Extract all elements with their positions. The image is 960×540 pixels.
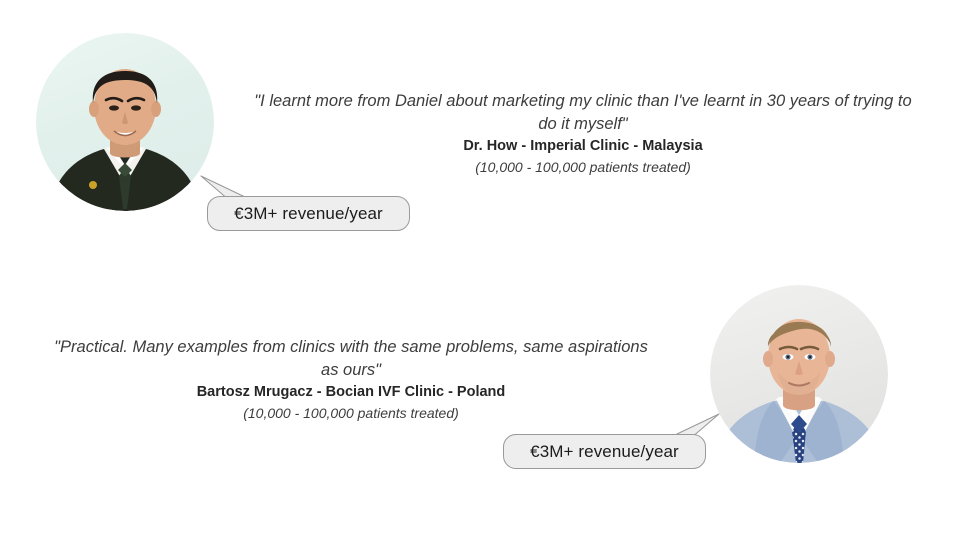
portrait-photo-how <box>36 33 214 211</box>
callout-revenue-bartosz: €3M+ revenue/year <box>495 406 730 476</box>
testimonial-patients-treated: (10,000 - 100,000 patients treated) <box>243 405 459 421</box>
callout-label: €3M+ revenue/year <box>530 441 679 461</box>
callout-label: €3M+ revenue/year <box>234 203 383 223</box>
testimonial-attribution: Dr. How - Imperial Clinic - Malaysia <box>463 138 703 154</box>
callout-revenue-how: €3M+ revenue/year <box>190 168 420 238</box>
testimonial-block-how: "I learnt more from Daniel about marketi… <box>253 90 913 178</box>
portrait-photo-bartosz <box>710 285 888 463</box>
testimonial-quote: "Practical. Many examples from clinics w… <box>54 338 648 379</box>
testimonial-attribution: Bartosz Mrugacz - Bocian IVF Clinic - Po… <box>196 384 506 400</box>
portrait-bartosz-image <box>710 285 888 463</box>
testimonial-quote: "I learnt more from Daniel about marketi… <box>254 92 912 133</box>
testimonial-block-bartosz: "Practical. Many examples from clinics w… <box>46 336 656 424</box>
portrait-how-image <box>36 33 214 211</box>
callout-box: €3M+ revenue/year <box>503 434 706 469</box>
callout-box: €3M+ revenue/year <box>207 196 410 231</box>
testimonial-patients-treated: (10,000 - 100,000 patients treated) <box>475 159 691 175</box>
